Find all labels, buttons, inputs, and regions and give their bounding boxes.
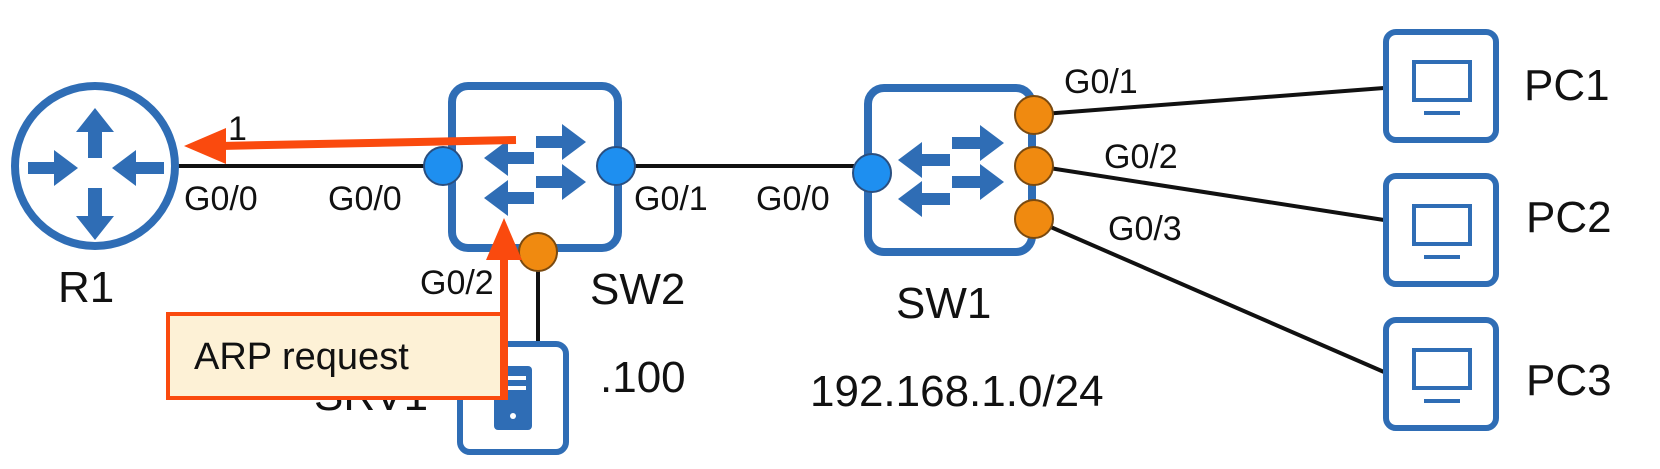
port-label-sw2-g01: G0/1 <box>634 180 708 218</box>
switch-icon <box>484 124 586 216</box>
switch-sw1[interactable] <box>864 84 1036 256</box>
callout-text: ARP request <box>194 336 409 378</box>
port-sw2-g02[interactable] <box>518 232 558 272</box>
pc-pc3[interactable] <box>1383 317 1499 431</box>
server-ip-suffix: .100 <box>600 353 686 402</box>
port-label-sw2-g00: G0/0 <box>328 180 402 218</box>
link-sw1-pc3 <box>1029 216 1385 374</box>
router-r1[interactable] <box>11 82 179 250</box>
device-label-pc2: PC2 <box>1526 193 1612 242</box>
port-sw2-g00[interactable] <box>423 146 463 186</box>
monitor-icon <box>1412 204 1472 259</box>
device-label-sw1: SW1 <box>896 279 991 328</box>
port-sw2-g01[interactable] <box>596 146 636 186</box>
port-label-sw1-g00: G0/0 <box>756 180 830 218</box>
arrow-head-up <box>486 218 522 260</box>
arrow-head-left <box>184 128 226 164</box>
device-label-pc3: PC3 <box>1526 356 1612 405</box>
link-sw1-pc1 <box>1029 86 1385 117</box>
device-label-sw2: SW2 <box>590 265 685 314</box>
link-sw1-pc2 <box>1029 163 1385 222</box>
port-sw1-g03[interactable] <box>1014 199 1054 239</box>
device-label-r1: R1 <box>58 263 114 312</box>
port-label-sw1-g03: G0/3 <box>1108 210 1182 248</box>
frame-path-arrows <box>184 128 522 400</box>
device-label-pc1: PC1 <box>1524 61 1610 110</box>
arrow-sw2-to-r1 <box>219 136 517 150</box>
port-label-sw1-g01: G0/1 <box>1064 63 1138 101</box>
subnet-label: 192.168.1.0/24 <box>810 367 1104 416</box>
port-sw1-g00[interactable] <box>852 153 892 193</box>
switch-sw2[interactable] <box>448 82 622 252</box>
port-label-r1-g00: G0/0 <box>184 180 258 218</box>
port-sw1-g02[interactable] <box>1014 146 1054 186</box>
monitor-icon <box>1412 60 1472 115</box>
port-label-sw1-g02: G0/2 <box>1104 138 1178 176</box>
port-label-sw2-g02: G0/2 <box>420 264 494 302</box>
pc-pc2[interactable] <box>1383 173 1499 287</box>
monitor-icon <box>1412 348 1472 403</box>
pc-pc1[interactable] <box>1383 29 1499 143</box>
router-icon <box>28 108 164 240</box>
arrow-step-number: 1 <box>228 110 247 148</box>
switch-icon <box>898 125 1004 217</box>
port-sw1-g01[interactable] <box>1014 95 1054 135</box>
arp-request-callout: ARP request <box>166 312 504 400</box>
